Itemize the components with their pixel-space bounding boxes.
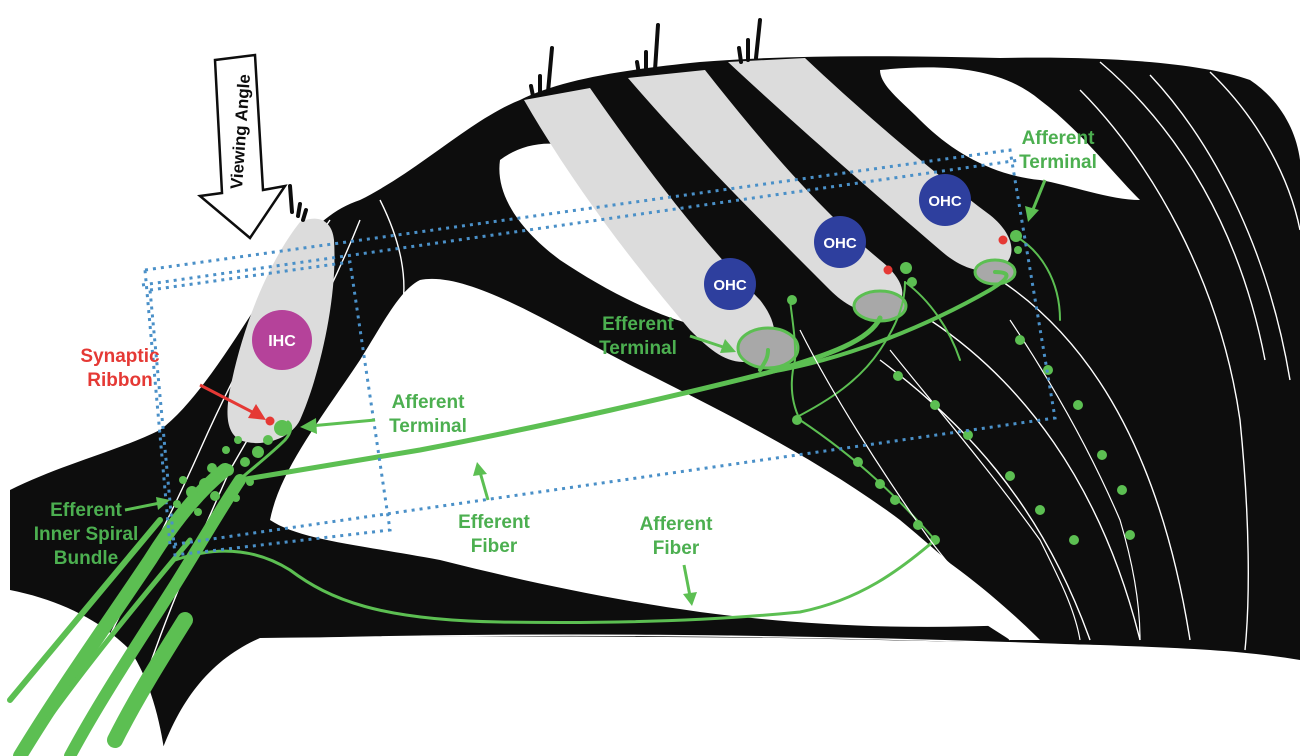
- efferent-inner-spiral-arrowhead: [156, 497, 170, 510]
- ohc-2-nucleus: [814, 216, 866, 268]
- afferent-fiber-arrowhead: [683, 592, 697, 606]
- svg-text:Terminal: Terminal: [389, 416, 467, 437]
- svg-text:Afferent: Afferent: [1022, 128, 1096, 149]
- spiral-fiber-line-2: [889, 349, 1081, 641]
- efferent-inner-spiral-pointer: [124, 501, 161, 512]
- efferent-fiber-pointer: [478, 471, 490, 501]
- nerve-fibers: [7, 235, 1061, 756]
- hensen-space: [880, 67, 1140, 200]
- efferent-fiber: [237, 315, 883, 483]
- afferent-terminal-ihc-arrowhead: [300, 418, 317, 434]
- ihc-synaptic-ribbon: [265, 416, 275, 426]
- viewing-angle-arrow: Viewing Angle: [197, 53, 288, 240]
- ihc-label: IHC: [268, 333, 296, 350]
- spiral-fiber-line-3: [1009, 319, 1141, 641]
- label-arrows: [124, 179, 1047, 606]
- afferent-terminal-ihc-label: Afferent Terminal: [389, 392, 467, 437]
- afferent-fiber-pointer: [682, 564, 692, 597]
- afferent-terminal-ohc-arrowhead: [1025, 206, 1039, 222]
- ohc-2-synaptic-ribbon: [883, 265, 893, 275]
- ihc-nucleus: [252, 310, 312, 370]
- ohc-2-label: OHC: [823, 235, 857, 252]
- outer-hair-cell-2: OHC: [628, 23, 908, 323]
- ohc-1-label: OHC: [713, 277, 747, 294]
- afferent-fiber-oblique-2: [794, 281, 906, 419]
- outer-spiral-fibers: [792, 319, 1141, 641]
- auditory-nerve-bundle-2: [64, 474, 246, 756]
- spiral-fiber-dots: [792, 335, 1135, 545]
- efferent-terminal-arrowhead: [720, 339, 736, 353]
- auditory-nerve-bundle-1: [13, 463, 232, 756]
- svg-text:Terminal: Terminal: [1019, 152, 1097, 173]
- outline-4: [929, 319, 1141, 641]
- afferent-fiber-oblique-4: [1014, 235, 1061, 321]
- focus-box-inner: [148, 260, 392, 557]
- svg-text:Afferent: Afferent: [640, 514, 714, 535]
- svg-text:Synaptic: Synaptic: [80, 346, 160, 367]
- outline-10: [379, 199, 405, 321]
- svg-text:Efferent: Efferent: [50, 500, 122, 521]
- efferent-fiber-branch-2: [768, 270, 1009, 374]
- auditory-nerve-bundle-4: [7, 517, 163, 703]
- outline-7: [1149, 74, 1291, 381]
- ihc-afferent-dendrite: [228, 420, 293, 490]
- ohc-3-label: OHC: [928, 193, 962, 210]
- svg-text:Efferent: Efferent: [602, 314, 674, 335]
- synaptic-ribbon-arrowhead: [248, 404, 266, 420]
- svg-text:Afferent: Afferent: [392, 392, 466, 413]
- ihc-stereocilia: [288, 184, 308, 222]
- tissue-background: [10, 56, 1300, 756]
- efferent-fiber-arrowhead: [473, 462, 487, 476]
- outline-3: [879, 359, 1091, 641]
- efferent-inner-spiral-bundle-label: Efferent Inner Spiral Bundle: [34, 500, 139, 569]
- focus-region-boxes: [141, 148, 1057, 557]
- efferent-terminal-label: Efferent Terminal: [599, 314, 677, 359]
- outline-11: [259, 634, 1101, 647]
- ohc-1-nucleus: [704, 258, 756, 310]
- efferent-terminal-pointer: [689, 334, 727, 350]
- outline-6: [1079, 89, 1249, 651]
- svg-text:Fiber: Fiber: [653, 538, 700, 559]
- varicosities: [173, 230, 1022, 545]
- synaptic-ribbon-label: Synaptic Ribbon: [80, 346, 160, 391]
- ohc-3-synaptic-ribbon: [998, 235, 1008, 245]
- auditory-nerve-bundle-5: [37, 537, 193, 733]
- efferent-fiber-label: Efferent Fiber: [458, 512, 530, 557]
- tunnel-of-corti-space: [270, 278, 1010, 627]
- outline-9: [1099, 61, 1266, 361]
- ohc-3-nucleus: [919, 174, 971, 226]
- afferent-terminal-ihc-pointer: [309, 418, 376, 428]
- afferent-fiber-label: Afferent Fiber: [640, 514, 714, 559]
- outer-hair-cell-1: OHC: [524, 46, 800, 370]
- afferent-fiber: [173, 538, 937, 625]
- focus-box-outer: [143, 148, 1057, 547]
- ohc-2-stereocilia: [635, 23, 660, 76]
- svg-text:Ribbon: Ribbon: [87, 370, 152, 391]
- efferent-fiber-branch-1: [758, 348, 770, 372]
- afferent-fiber-oblique-3: [904, 281, 961, 361]
- svg-text:Bundle: Bundle: [54, 548, 118, 569]
- afferent-terminal-ohc-pointer: [1030, 179, 1047, 213]
- inner-hair-cell: IHC: [227, 184, 335, 444]
- ohc-3-stereocilia: [737, 18, 762, 64]
- svg-text:Inner Spiral: Inner Spiral: [34, 524, 139, 545]
- outline-8: [1209, 71, 1301, 231]
- svg-text:Terminal: Terminal: [599, 338, 677, 359]
- labels: Synaptic Ribbon Afferent Terminal Effere…: [34, 128, 1097, 569]
- auditory-nerve-bundle-3: [107, 612, 193, 748]
- afferent-terminal-ohc-label: Afferent Terminal: [1019, 128, 1097, 173]
- svg-text:Efferent: Efferent: [458, 512, 530, 533]
- svg-text:Fiber: Fiber: [471, 536, 518, 557]
- viewing-angle-arrow-shape: [197, 53, 288, 240]
- synaptic-ribbon-pointer: [199, 383, 259, 417]
- ohc-1-stereocilia: [529, 46, 554, 98]
